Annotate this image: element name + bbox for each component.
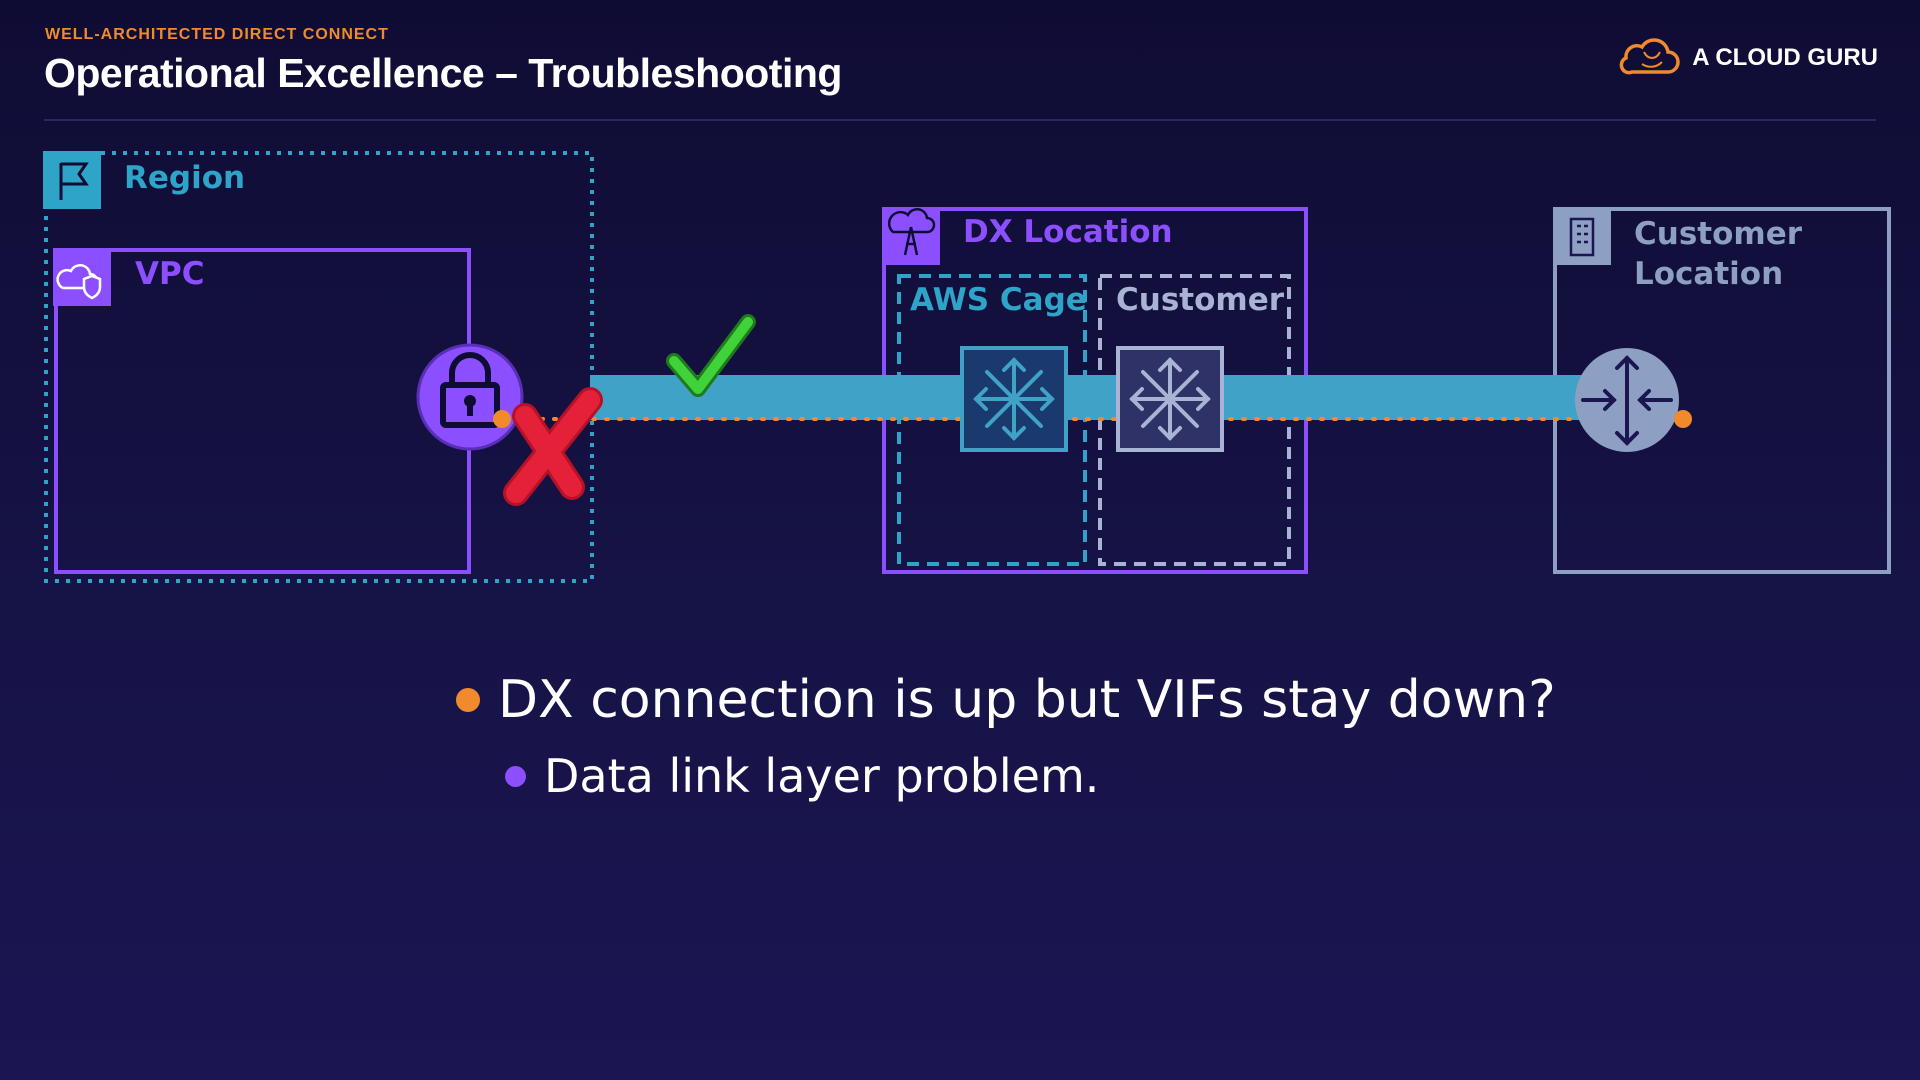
orange-bullet-dot <box>456 688 480 712</box>
section-eyebrow: WELL-ARCHITECTED DIRECT CONNECT <box>45 26 389 43</box>
bullet-main: DX connection is up but VIFs stay down? <box>456 670 1556 730</box>
region-group <box>44 151 594 583</box>
customer-cage-label: Customer <box>1116 282 1285 318</box>
cloud-shield-icon <box>53 248 111 306</box>
region-label: Region <box>124 160 246 196</box>
bullet-sub-text: Data link layer problem. <box>544 749 1100 803</box>
aws-cage-label: AWS Cage <box>910 282 1087 318</box>
lock-icon <box>416 343 524 451</box>
dx-connection-link <box>590 375 1630 420</box>
customer-location-label-line1: Customer <box>1634 216 1803 252</box>
brand-name: A CLOUD GURU <box>1692 44 1878 71</box>
building-icon <box>1553 207 1611 265</box>
vpc-label: VPC <box>135 256 205 292</box>
dx-location-label: DX Location <box>963 214 1173 250</box>
customer-location-label-line2: Location <box>1634 256 1784 292</box>
purple-bullet-dot <box>505 765 526 787</box>
customer-router-icon <box>1116 346 1224 452</box>
vpc-group <box>54 248 471 574</box>
brand-logo: A CLOUD GURU <box>1618 38 1878 78</box>
customer-location-router-icon <box>1575 348 1679 452</box>
router-arrows-icon <box>960 346 1068 452</box>
customer-location-label: Customer Location <box>1634 214 1802 294</box>
vif-endpoint-right <box>1674 410 1692 428</box>
cloud-logo-icon <box>1619 38 1680 75</box>
page-title: Operational Excellence – Troubleshooting <box>44 50 842 96</box>
cloud-tower-icon <box>882 207 940 265</box>
header-divider <box>44 119 1876 121</box>
cross-icon <box>503 387 603 506</box>
checkmark-icon <box>666 314 756 397</box>
bullet-sub: Data link layer problem. <box>505 749 1099 803</box>
vif-endpoint-left <box>493 410 511 428</box>
flag-icon <box>43 151 101 209</box>
bullet-main-text: DX connection is up but VIFs stay down? <box>498 670 1556 730</box>
